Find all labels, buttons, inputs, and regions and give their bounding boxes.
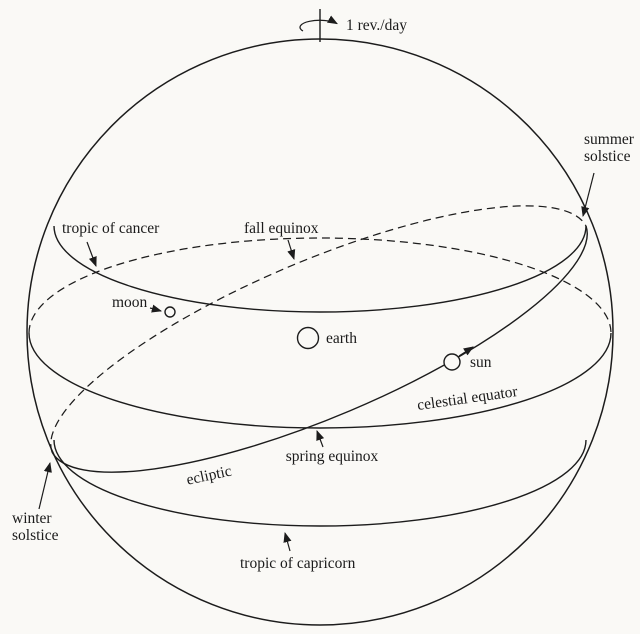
tropic-of-capricorn-pointer-arrow <box>283 531 292 552</box>
tropic-of-cancer-line <box>53 225 587 313</box>
tropic-of-capricorn-line <box>53 439 587 527</box>
sun-label: sun <box>470 354 492 371</box>
ecliptic-line <box>51 225 588 473</box>
tropic-of-capricorn-label: tropic of capricorn <box>240 555 356 572</box>
spring-equinox-pointer-arrow <box>316 429 325 448</box>
rotation-arrow <box>299 15 338 32</box>
winter-solstice-pointer-arrow <box>38 461 52 510</box>
fall-equinox-pointer-arrow <box>287 239 296 261</box>
celestial-equator-back-line <box>28 237 612 334</box>
winter-solstice-label-line1: winter <box>12 510 52 527</box>
rotation-rate-label: 1 rev./day <box>346 17 407 34</box>
summer-solstice-label-line1: summer <box>584 131 635 148</box>
ecliptic-label: ecliptic <box>185 463 233 489</box>
earth-label: earth <box>326 330 357 347</box>
tropic-of-cancer-label: tropic of cancer <box>62 220 160 237</box>
tropic-of-cancer-pointer-arrow <box>86 241 97 268</box>
summer-solstice-pointer-arrow <box>581 172 595 218</box>
ecliptic-back-line <box>50 205 587 453</box>
moon-icon <box>164 306 176 318</box>
sun-motion-arrow <box>458 346 474 357</box>
sun-icon <box>443 353 461 371</box>
celestial-sphere-outline <box>26 38 614 626</box>
winter-solstice-label-line2: solstice <box>12 527 59 544</box>
spring-equinox-label: spring equinox <box>286 448 379 465</box>
moon-label: moon <box>112 294 148 311</box>
earth-icon <box>296 326 320 350</box>
celestial-equator-label: celestial equator <box>416 383 519 414</box>
fall-equinox-label: fall equinox <box>244 220 319 237</box>
celestial-equator-line <box>28 332 612 429</box>
moon-pointer-arrow <box>149 304 163 313</box>
summer-solstice-label-line2: solstice <box>584 148 631 165</box>
